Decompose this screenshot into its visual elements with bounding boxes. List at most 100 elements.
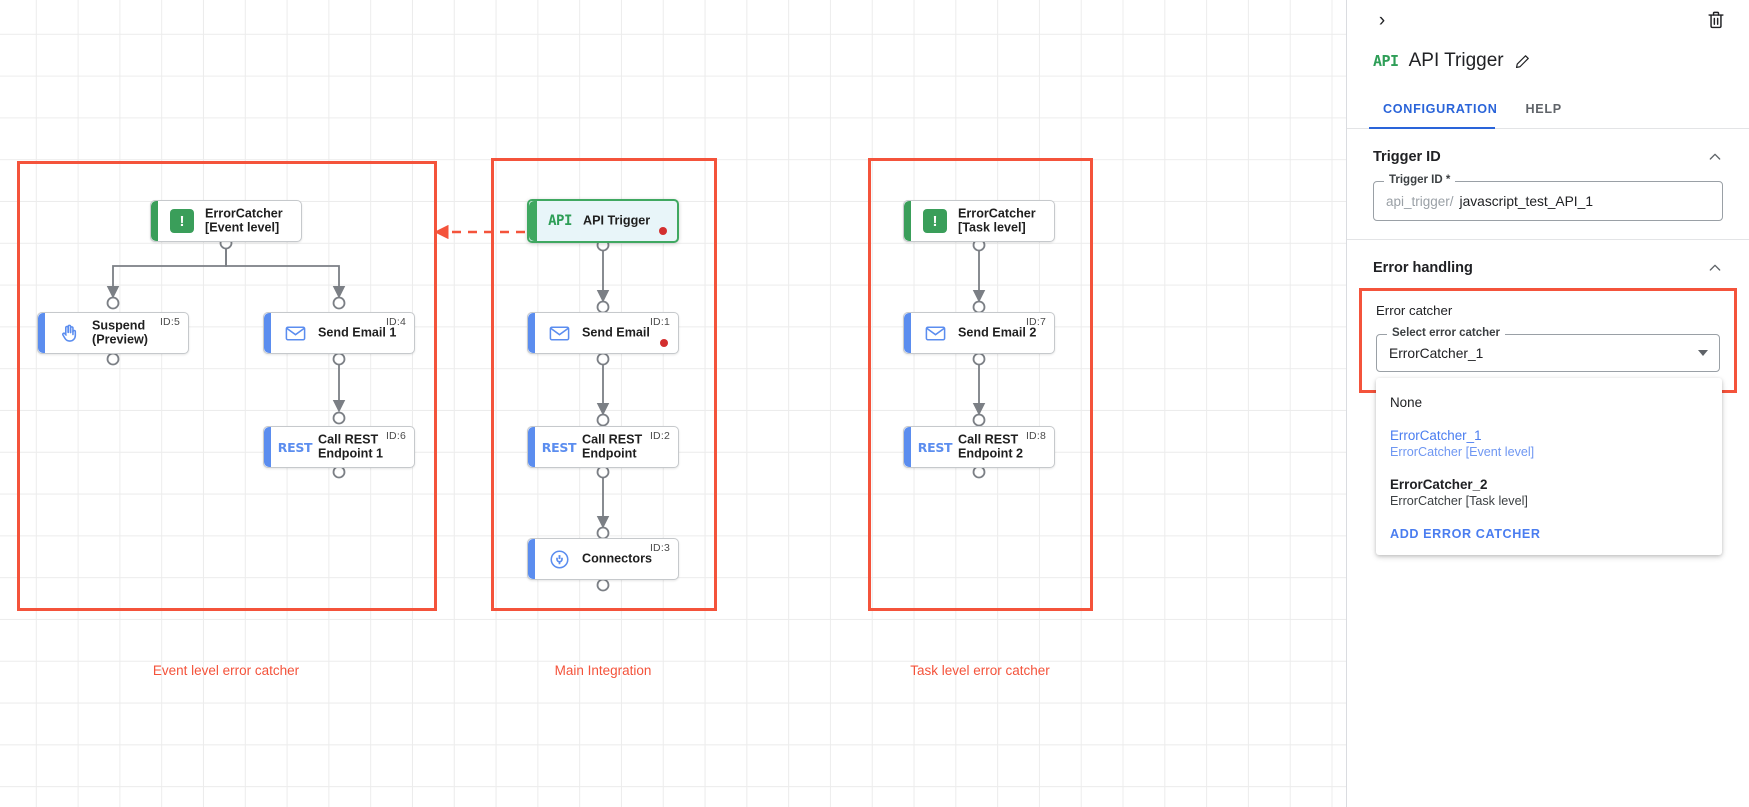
panel-topbar: › [1347,0,1749,42]
node-label: Call REST Endpoint 2 [958,432,1024,460]
group-label-task-level: Task level error catcher [910,663,1050,678]
error-catcher-dropdown-menu[interactable]: None ErrorCatcher_1 ErrorCatcher [Event … [1376,378,1722,555]
node-label: Call REST Endpoint 1 [318,432,384,460]
node-call-rest-endpoint-1[interactable]: REST Call REST Endpoint 1 ID:6 [263,426,415,468]
envelope-icon [282,320,308,346]
section-header-trigger-id[interactable]: Trigger ID [1347,129,1749,165]
node-accent [904,427,911,467]
node-label: ErrorCatcher [Event level] [205,206,283,234]
node-id-badge: ID:2 [649,430,670,442]
dropdown-option-label: ErrorCatcher_2 [1390,477,1488,492]
error-catcher-heading: Error catcher [1376,303,1453,318]
rest-glyph: REST [277,439,313,455]
node-id-badge: ID:3 [649,542,670,554]
rest-icon: REST [278,434,313,460]
node-label: Send Email [582,325,650,340]
node-id-badge: ID:1 [649,316,670,328]
node-label: Send Email 2 [958,325,1037,340]
node-label: API Trigger [583,213,651,228]
status-dot [659,227,667,235]
node-call-rest-endpoint-2[interactable]: REST Call REST Endpoint 2 ID:8 [903,426,1055,468]
group-frame-task-level[interactable] [868,158,1093,611]
chevron-down-icon[interactable] [1698,350,1708,356]
group-label-event-level: Event level error catcher [152,663,300,678]
group-frame-event-level[interactable] [17,161,437,611]
error-catcher-icon: ! [169,208,195,234]
envelope-icon [546,320,572,346]
node-call-rest-endpoint[interactable]: REST Call REST Endpoint ID:2 [527,426,679,468]
section-divider [1347,239,1749,240]
node-label: Send Email 1 [318,325,397,340]
error-catcher-highlight-box: Error catcher Select error catcher Error… [1359,288,1737,555]
panel-title-row: API API Trigger [1347,42,1749,80]
node-api-trigger[interactable]: API API Trigger [527,199,679,243]
node-suspend[interactable]: Suspend (Preview) ID:5 [37,312,189,354]
select-error-catcher-value: ErrorCatcher_1 [1389,345,1484,361]
dropdown-option-label: ErrorCatcher_1 [1390,428,1482,443]
node-accent [904,313,911,353]
node-accent [528,539,535,579]
trigger-id-field-label: Trigger ID * [1384,174,1456,186]
node-accent [529,201,537,241]
node-label: ErrorCatcher [Task level] [958,206,1036,234]
section-title: Error handling [1373,260,1473,276]
section-body-trigger-id: Trigger ID * api_trigger/ javascript_tes… [1347,165,1749,239]
trigger-id-prefix: api_trigger/ [1386,193,1454,209]
node-send-email[interactable]: Send Email ID:1 [527,312,679,354]
chevron-up-icon[interactable] [1707,260,1723,276]
dropdown-option-label: None [1390,395,1423,410]
workflow-canvas[interactable]: Event level error catcher Main Integrati… [0,0,1346,807]
tab-help[interactable]: HELP [1525,102,1562,116]
node-label: Suspend (Preview) [92,318,148,346]
node-label: Connectors [582,551,652,566]
node-id-badge: ID:6 [385,430,406,442]
node-accent [38,313,45,353]
dropdown-option-errorcatcher-1[interactable]: ErrorCatcher_1 ErrorCatcher [Event level… [1376,421,1722,466]
api-icon: API [1373,52,1399,70]
section-title: Trigger ID [1373,149,1441,165]
error-catcher-icon: ! [922,208,948,234]
node-accent [264,427,271,467]
node-accent [528,313,535,353]
node-accent [151,201,158,241]
node-id-badge: ID:7 [1025,316,1046,328]
select-error-catcher[interactable]: Select error catcher ErrorCatcher_1 [1376,327,1720,372]
chevron-right-icon[interactable]: › [1378,10,1386,31]
dropdown-option-sublabel: ErrorCatcher [Event level] [1390,445,1535,459]
node-errorcatcher-event-level[interactable]: ! ErrorCatcher [Event level] [150,200,302,242]
dropdown-option-errorcatcher-2[interactable]: ErrorCatcher_2 ErrorCatcher [Task level] [1376,470,1722,515]
chevron-up-icon[interactable] [1707,149,1723,165]
rest-icon: REST [542,434,577,460]
node-id-badge: ID:4 [385,316,406,328]
node-id-badge: ID:8 [1025,430,1046,442]
node-errorcatcher-task-level[interactable]: ! ErrorCatcher [Task level] [903,200,1055,242]
node-send-email-2[interactable]: Send Email 2 ID:7 [903,312,1055,354]
dropdown-option-none[interactable]: None [1376,388,1722,417]
group-frame-main[interactable] [491,158,717,611]
api-glyph: API [548,213,572,229]
trash-icon[interactable] [1705,9,1727,31]
node-label: Call REST Endpoint [582,432,643,460]
select-error-catcher-label: Select error catcher [1387,327,1506,339]
connectors-icon [546,546,572,572]
group-label-main: Main Integration [554,663,652,678]
node-connectors[interactable]: Connectors ID:3 [527,538,679,580]
section-header-error-handling[interactable]: Error handling [1347,240,1749,276]
node-accent [528,427,535,467]
hand-icon [56,320,82,346]
trigger-id-field[interactable]: Trigger ID * api_trigger/ javascript_tes… [1373,174,1723,221]
node-accent [904,201,911,241]
tab-configuration[interactable]: CONFIGURATION [1369,92,1512,128]
properties-panel: › API API Trigger CONFIGURATION HEL [1346,0,1749,807]
node-accent [264,313,271,353]
rest-glyph: REST [917,439,953,455]
node-send-email-1[interactable]: Send Email 1 ID:4 [263,312,415,354]
add-error-catcher-button[interactable]: ADD ERROR CATCHER [1390,527,1541,541]
rest-icon: REST [918,434,953,460]
api-icon: API [547,208,573,234]
page-title: API Trigger [1408,50,1504,71]
trigger-id-input[interactable]: javascript_test_API_1 [1459,193,1593,209]
pencil-icon[interactable] [1514,53,1531,70]
status-dot [660,339,668,347]
